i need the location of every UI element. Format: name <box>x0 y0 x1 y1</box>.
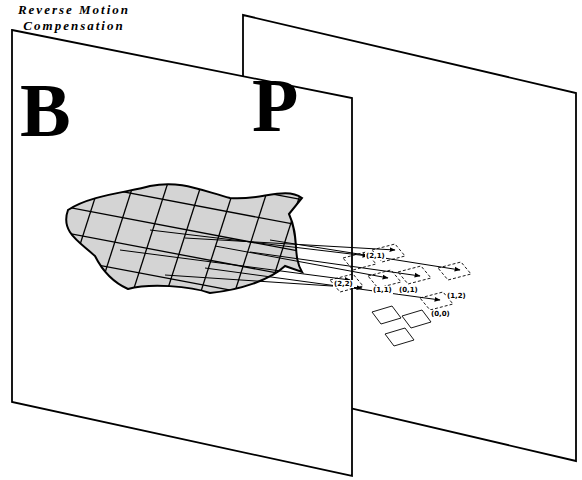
image-plane: B <box>12 30 352 476</box>
plane-border <box>243 15 576 461</box>
block-index: (0,1) <box>398 286 419 294</box>
plane-border <box>12 30 352 476</box>
block-index: (1,2) <box>446 292 467 300</box>
image-plane: P <box>243 15 576 461</box>
block-index: (0,0) <box>430 310 451 318</box>
block-index: (2,2) <box>333 280 354 288</box>
block-index: (2,1) <box>365 252 386 260</box>
unmatched-blocks <box>372 306 431 346</box>
object-blob <box>66 184 302 293</box>
plane-label: P <box>252 67 298 143</box>
target-blocks <box>330 244 471 310</box>
motion-vectors <box>120 230 460 300</box>
plane-label: B <box>20 72 71 148</box>
block-index: (1,1) <box>372 286 393 294</box>
block-grid <box>0 46 444 439</box>
diagram-title: Reverse Motion Compensation <box>4 2 144 34</box>
